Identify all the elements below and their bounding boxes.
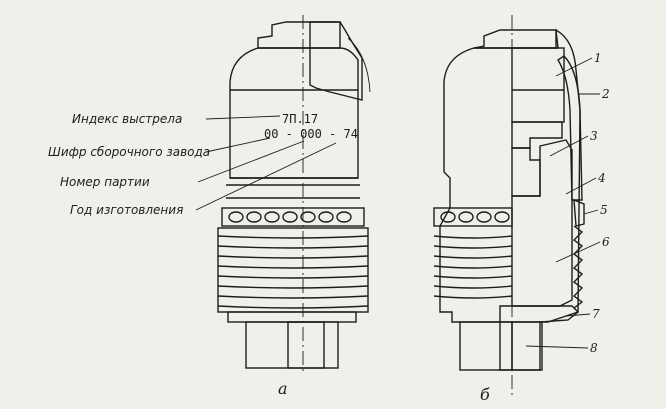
bead [336,211,352,223]
bead [246,211,262,223]
right-base [499,305,580,323]
stamp-codes: 00 - 000 - 74 [264,127,358,141]
part-number-2: 2 [601,87,610,101]
right-driving-band [433,207,513,227]
leader-year [195,142,337,211]
left-fluted-body [217,227,369,313]
left-driving-band-beads [228,211,352,223]
shell-sectional-view [433,15,585,395]
right-outer-shell [439,28,581,371]
callout-shot-index: Индекс выстрела [72,112,182,126]
left-cutaway-section [309,21,363,101]
bead [282,211,298,223]
bead [318,211,334,223]
part-number-3: 3 [590,129,598,143]
bead [228,211,244,223]
right-band-detail [573,198,585,227]
right-top-cap [473,29,559,49]
part-number-1: 1 [594,51,602,65]
left-base-step [227,311,357,323]
right-tail [459,321,513,371]
caption-b: б [480,385,490,404]
callout-assembly-plant-code: Шифр сборочного завода [48,145,210,159]
part-number-6: 6 [602,235,610,249]
part-number-7: 7 [592,307,600,321]
leader-part-7 [565,313,591,317]
right-tail-insert [511,321,543,371]
stamp-index: 7П.17 [282,112,318,126]
caption-a: а [278,379,288,398]
right-fuse-cavity [511,47,565,123]
leader-part-8 [525,345,589,349]
left-cutaway-edge [347,37,371,93]
right-liner [511,147,541,197]
leader-part-6 [555,241,601,263]
part-number-8: 8 [590,341,598,355]
part-number-4: 4 [597,171,606,185]
leader-part-4 [565,177,597,195]
right-flutes [433,235,513,299]
callout-batch-number: Номер партии [60,175,150,189]
leader-part-3 [549,135,589,157]
left-driving-band [221,207,365,227]
left-tail-insert [287,321,325,369]
leader-batch-number [197,140,305,183]
bead [264,211,280,223]
callout-year-of-manufacture: Год изготовления [70,203,183,217]
leader-shot-index [205,115,281,120]
leader-part-5 [583,209,599,215]
part-number-5: 5 [600,203,608,217]
right-explosive-filling [511,139,573,307]
right-serrations [572,225,584,309]
leader-plant-code [205,137,271,153]
shell-external-view [217,15,371,372]
left-flutes [217,235,369,309]
bead [300,211,316,223]
leader-part-1 [555,57,593,77]
right-fuse-head [511,121,563,149]
left-top-cap [257,21,341,49]
